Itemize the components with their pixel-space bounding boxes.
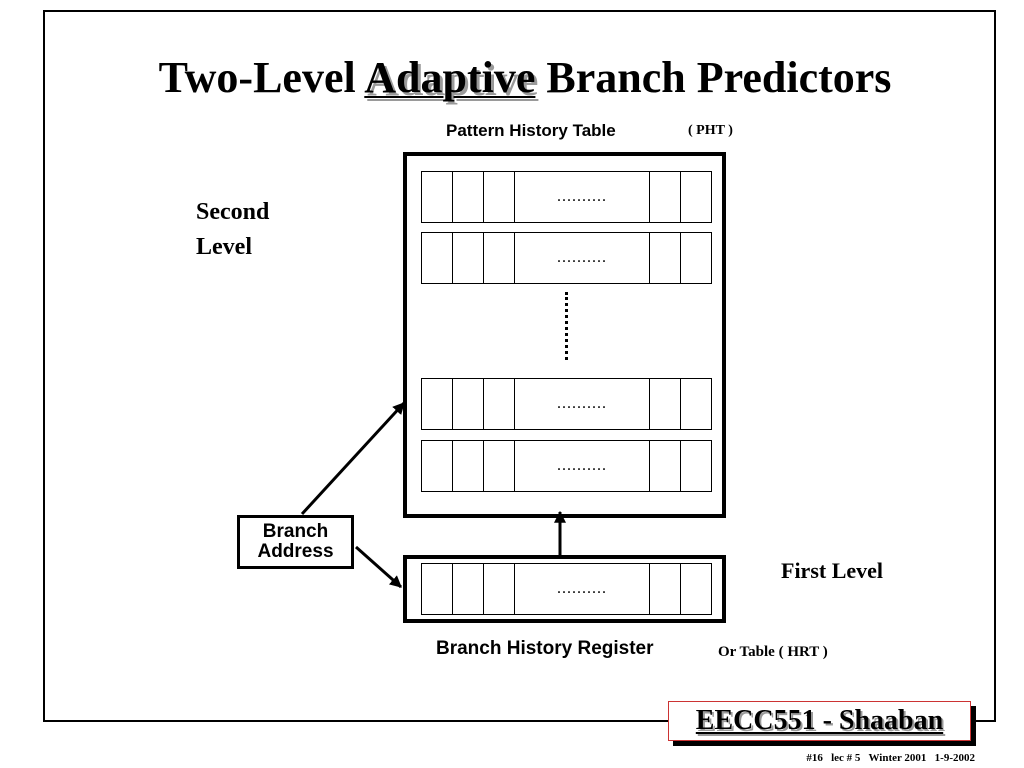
pht-cell: [453, 233, 484, 283]
pht-entry: ..........: [421, 440, 712, 492]
slide-number-info: #16 lec # 5 Winter 2001 1-9-2002: [806, 752, 975, 764]
branch-address-line1: Branch: [262, 521, 329, 542]
pht-label: Pattern History Table: [446, 121, 616, 140]
pht-cell: [680, 379, 711, 429]
title-part-1: Two-Level: [158, 53, 365, 102]
slide-frame: [43, 10, 996, 722]
pht-cell: [484, 172, 515, 222]
address-to-pht-arrow: [300, 401, 406, 516]
pht-cell: [453, 379, 484, 429]
footer-course-badge: EECC551 - Shaaban: [668, 701, 971, 741]
pht-cell: [453, 441, 484, 491]
pht-cell: [453, 172, 484, 222]
address-to-bhr-arrow: [355, 545, 402, 589]
pht-abbrev-label: ( PHT ): [688, 123, 733, 138]
pht-cell: [484, 441, 515, 491]
footer-course-text: EECC551 - Shaaban: [695, 705, 944, 736]
pht-cell: [649, 233, 680, 283]
bhr-cell: [649, 564, 680, 614]
pht-cell: [484, 379, 515, 429]
bhr-cell: [453, 564, 484, 614]
branch-history-register: ..........: [403, 555, 726, 623]
title-emphasis: Adaptive: [364, 53, 536, 102]
bhr-cell: [422, 564, 453, 614]
bhr-label: Branch History Register: [436, 638, 654, 659]
pht-cell: [484, 233, 515, 283]
vertical-ellipsis: [565, 292, 568, 360]
pht-cell: [649, 441, 680, 491]
first-level-label: First Level: [781, 558, 884, 583]
pht-entry: ..........: [421, 171, 712, 223]
pht-cell-ellipsis: ..........: [557, 249, 607, 266]
bhr-cell: [680, 564, 711, 614]
pht-cell: [680, 172, 711, 222]
slide-title: Two-Level Adaptive Branch Predictors: [0, 52, 1024, 103]
pht-cell: [422, 172, 453, 222]
pht-cell-ellipsis: ..........: [557, 457, 607, 474]
pht-cell: [422, 441, 453, 491]
bhr-cell: [484, 564, 515, 614]
bhr-cell-ellipsis: ..........: [557, 580, 607, 597]
pht-cell-ellipsis: ..........: [557, 188, 607, 205]
pht-cell: [680, 233, 711, 283]
branch-address-line2: Address: [257, 541, 334, 562]
pht-cell: [649, 172, 680, 222]
pht-cell: [680, 441, 711, 491]
pht-cell: [422, 379, 453, 429]
pht-cell: [422, 233, 453, 283]
bhr-entry: ..........: [421, 563, 712, 615]
pht-entry: ..........: [421, 232, 712, 284]
bhr-alt-label: Or Table ( HRT ): [718, 644, 828, 660]
pht-cell-ellipsis: ..........: [557, 395, 607, 412]
second-level-label-line2: Level: [196, 234, 252, 260]
title-part-2: Branch Predictors: [535, 53, 892, 102]
pht-entry: ..........: [421, 378, 712, 430]
pht-cell: [649, 379, 680, 429]
second-level-label-line1: Second: [196, 199, 270, 225]
pattern-history-table: .......... .......... .......... .......…: [403, 152, 726, 518]
